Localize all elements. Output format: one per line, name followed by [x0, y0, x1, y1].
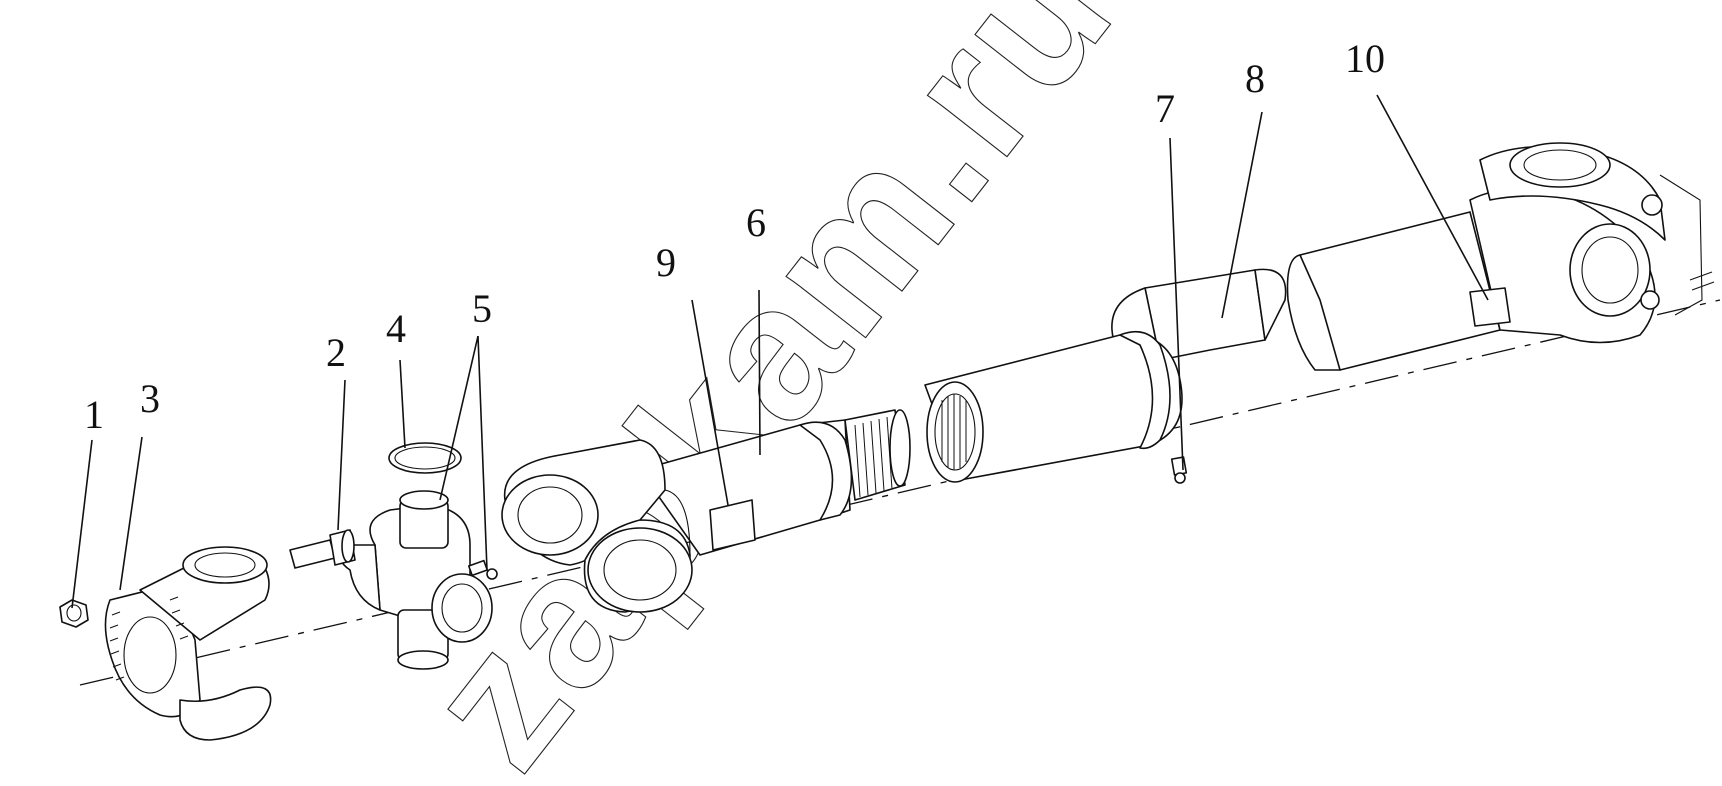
part-2-bolt — [289, 529, 356, 569]
callout-2: 2 — [326, 330, 346, 375]
part-5-universal-joint-cross — [337, 490, 493, 670]
part-9-balance-plate — [709, 499, 756, 551]
part-7-grease-fitting — [1170, 456, 1188, 484]
callout-6: 6 — [746, 200, 766, 245]
callout-labels: 1 2 3 4 5 6 7 8 9 10 — [84, 36, 1385, 437]
callout-5: 5 — [472, 286, 492, 331]
callout-9: 9 — [656, 240, 676, 285]
center-axis-line — [79, 299, 1721, 686]
splined-sleeve-tube — [924, 330, 1183, 483]
callout-1: 1 — [84, 392, 104, 437]
part-10-flange-yoke-tube — [1286, 142, 1715, 371]
shaft-yoke — [501, 439, 693, 613]
part-5-grease-nipple — [467, 559, 498, 580]
callout-3: 3 — [140, 376, 160, 421]
part-6-splined-shaft — [639, 409, 911, 556]
callout-7: 7 — [1155, 86, 1175, 131]
part-1-nut — [59, 599, 89, 628]
part-3-flange-yoke — [104, 546, 272, 741]
part-4-retaining-ring — [388, 442, 462, 474]
callout-4: 4 — [386, 306, 406, 351]
callout-8: 8 — [1245, 56, 1265, 101]
leader-lines — [71, 94, 1489, 609]
callout-10: 10 — [1345, 36, 1385, 81]
